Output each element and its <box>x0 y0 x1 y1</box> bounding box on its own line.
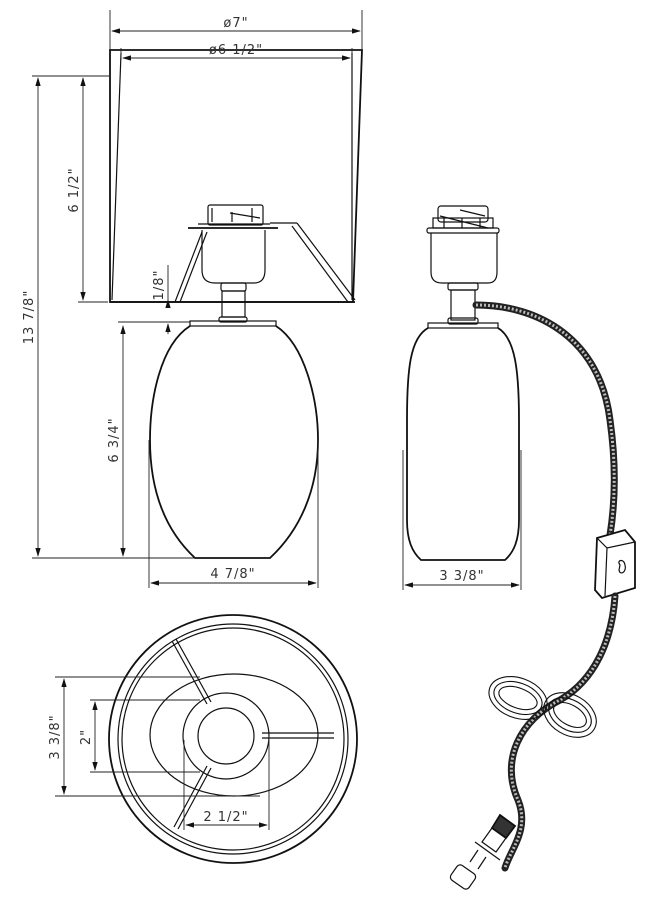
dim-base-width-side: 3 3/8" <box>439 569 484 584</box>
top-view <box>108 614 358 864</box>
shade-spider <box>174 222 356 303</box>
front-dimensions: ø7" ø6 1/2" 13 7/8" 6 1/2" 1/8" 6 3/4" 4… <box>22 10 363 588</box>
dim-base-height: 6 3/4" <box>107 417 122 462</box>
side-dimensions: 3 3/8" <box>402 450 522 590</box>
lampshade <box>109 49 363 303</box>
dim-shade-height: 6 1/2" <box>67 167 82 212</box>
cord-coil <box>488 676 597 738</box>
lamp-base-side <box>406 322 520 561</box>
side-view: 3 3/8" <box>402 205 636 890</box>
dim-top-inner-depth: 2" <box>79 729 94 745</box>
dim-overall-height: 13 7/8" <box>22 290 37 345</box>
dim-shade-bottom-diameter: ø6 1/2" <box>209 43 263 58</box>
dim-shade-top-diameter: ø7" <box>223 16 248 31</box>
top-dimensions: 3 3/8" 2" 2 1/2" <box>48 676 270 830</box>
socket-side <box>426 205 500 325</box>
front-view <box>109 49 363 559</box>
dim-top-outer-depth: 3 3/8" <box>48 714 63 759</box>
socket <box>188 204 278 323</box>
power-cord <box>449 301 636 890</box>
dim-top-inner-width: 2 1/2" <box>203 810 248 825</box>
dim-gap: 1/8" <box>152 270 167 301</box>
plug <box>449 813 517 890</box>
lamp-base-front <box>149 320 319 559</box>
inline-switch <box>594 528 636 600</box>
dim-base-width-front: 4 7/8" <box>210 567 255 582</box>
